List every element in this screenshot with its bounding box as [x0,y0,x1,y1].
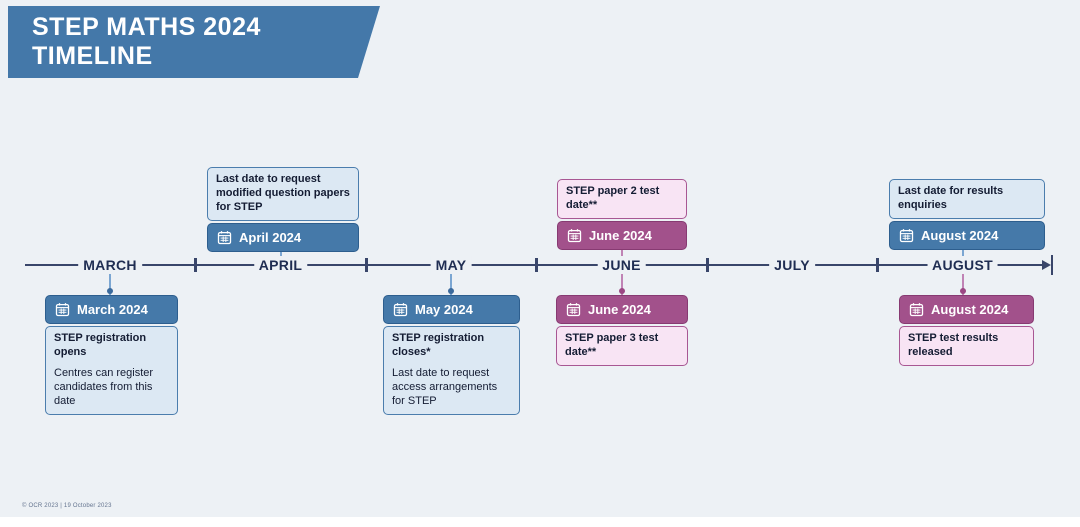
event-april: Last date to request modified question p… [207,167,359,252]
timeline-arrowhead-icon [1042,260,1051,270]
event-description-box: STEP paper 2 test date** [557,179,687,219]
event-description-box: STEP registration closes* Last date to r… [383,326,520,415]
event-date-label: August 2024 [931,302,1009,317]
connector-dot-march [107,288,113,294]
event-date-label: March 2024 [77,302,148,317]
event-date-box: April 2024 [207,222,359,252]
event-title: Last date to request modified question p… [216,173,350,213]
timeline-tick [876,258,879,272]
page-title-banner: STEP MATHS 2024 TIMELINE [8,6,380,78]
event-title: STEP paper 2 test date** [566,185,660,211]
event-march: March 2024 STEP registration opens Centr… [45,295,178,415]
connector-dot-june-below [618,288,625,294]
event-description-box: STEP paper 3 test date** [556,326,688,366]
connector-august-below [962,266,964,295]
month-label-april: APRIL [253,256,308,274]
event-date-label: August 2024 [921,227,999,243]
month-label-march: MARCH [78,256,142,274]
timeline-tick [706,258,709,272]
bottom-margin [0,517,1080,527]
event-date-box: August 2024 [899,295,1034,324]
event-title: STEP paper 3 test date** [565,332,659,358]
event-august-results: August 2024 STEP test results released [899,295,1034,366]
event-description: Last date to request access arrangements… [392,366,498,407]
connector-dot-august-below [960,288,966,294]
event-june-paper3: June 2024 STEP paper 3 test date** [556,295,688,366]
event-date-box: May 2024 [383,295,520,324]
timeline-end-tick [1051,255,1053,275]
event-june-paper2: STEP paper 2 test date** June 2024 [557,179,687,250]
calendar-icon [899,228,914,243]
connector-june-above [620,236,623,265]
calendar-icon [567,228,582,243]
calendar-icon [393,302,408,317]
event-title: STEP test results released [908,332,999,358]
connector-may [450,266,452,295]
event-date-label: June 2024 [588,302,651,317]
copyright-text: © OCR 2023 | 19 October 2023 [22,503,112,509]
calendar-icon [566,302,581,317]
event-description: Centres can register candidates from thi… [54,366,154,407]
event-description-box: STEP registration opens Centres can regi… [45,326,178,415]
timeline-tick [535,258,538,272]
event-title: Last date for results enquiries [898,185,1004,211]
timeline-tick [194,258,197,272]
event-title: STEP registration opens [54,332,147,358]
connector-march [109,266,111,295]
event-may: May 2024 STEP registration closes* Last … [383,295,520,415]
month-label-july: JULY [769,256,815,274]
month-label-june: JUNE [597,256,646,274]
event-description-box: Last date for results enquiries [889,179,1045,219]
calendar-icon [55,302,70,317]
event-date-label: April 2024 [239,229,302,245]
event-date-label: June 2024 [589,227,652,243]
event-date-box: June 2024 [557,220,687,250]
connector-june-below [620,266,623,295]
event-description-box: Last date to request modified question p… [207,167,359,221]
connector-dot-may [448,288,454,294]
event-description-box: STEP test results released [899,326,1034,366]
timeline-tick [365,258,368,272]
calendar-icon [217,230,232,245]
event-date-box: March 2024 [45,295,178,324]
event-date-box: August 2024 [889,220,1045,250]
event-date-label: May 2024 [415,302,473,317]
event-title: STEP registration closes* [392,332,485,358]
month-label-may: MAY [430,256,472,274]
connector-august-above [962,236,964,265]
page-title: STEP MATHS 2024 TIMELINE [32,13,261,70]
month-label-august: AUGUST [927,256,998,274]
calendar-icon [909,302,924,317]
event-date-box: June 2024 [556,295,688,324]
event-august-enquiries: Last date for results enquiries August 2… [889,179,1045,250]
